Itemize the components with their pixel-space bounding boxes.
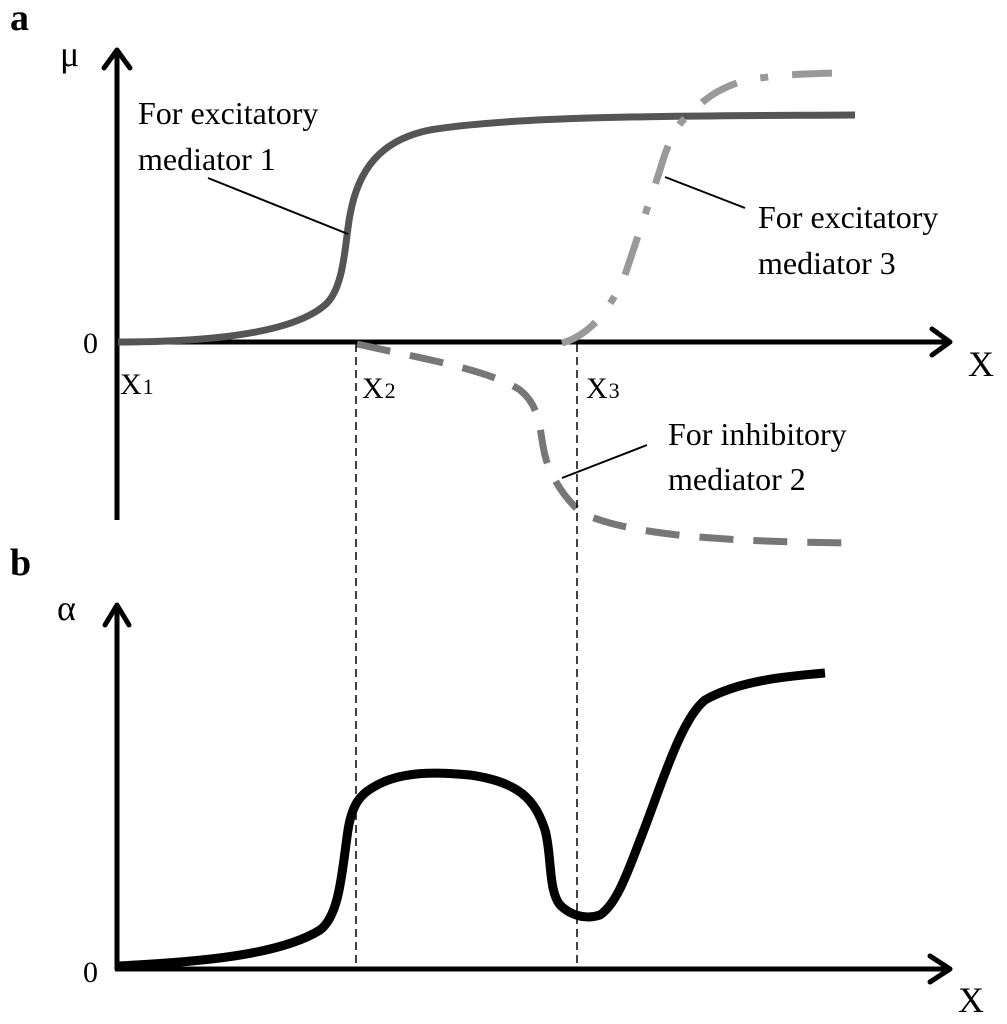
- panel-a-label: a: [10, 0, 29, 39]
- origin-label-a: 0: [83, 327, 98, 360]
- y-axis-b: [102, 602, 132, 970]
- svg-text:mediator 3: mediator 3: [758, 245, 896, 281]
- curve-mediator-2: [356, 340, 861, 547]
- x2-marker: X2: [362, 372, 396, 405]
- curve-alpha: [117, 668, 826, 971]
- panel-b-label: b: [10, 542, 31, 584]
- panel-b: b α 0 X: [10, 542, 984, 1020]
- svg-text:For excitatory: For excitatory: [758, 199, 938, 235]
- x-axis-a: [115, 326, 953, 358]
- x-axis-b: [115, 953, 953, 985]
- svg-text:For excitatory: For excitatory: [138, 95, 318, 131]
- y-axis-a: [101, 47, 133, 520]
- arrow-up-icon: [101, 47, 133, 71]
- y-axis-label-alpha: α: [57, 588, 76, 628]
- panel-a: a μ 0 X X1 X2 X3 For excitatory mediator…: [10, 0, 994, 547]
- x1-marker: X1: [120, 368, 154, 401]
- y-axis-label-mu: μ: [60, 34, 79, 74]
- leader-line: [207, 177, 349, 235]
- annotation-mediator-2: For inhibitory mediator 2: [561, 416, 847, 497]
- svg-text:For inhibitory: For inhibitory: [668, 416, 847, 452]
- arrow-right-icon: [929, 326, 953, 358]
- svg-text:mediator 1: mediator 1: [138, 141, 276, 177]
- x-axis-label-b: X: [958, 980, 984, 1020]
- curve-mediator-1: [117, 111, 856, 346]
- x3-marker: X3: [586, 372, 620, 405]
- x-axis-label-a: X: [968, 344, 994, 384]
- leader-line: [561, 444, 648, 479]
- arrow-up-icon: [102, 602, 132, 628]
- svg-text:mediator 2: mediator 2: [668, 461, 806, 497]
- arrow-right-icon: [927, 953, 953, 985]
- annotation-mediator-3: For excitatory mediator 3: [664, 176, 938, 281]
- annotation-mediator-1: For excitatory mediator 1: [138, 95, 349, 235]
- origin-label-b: 0: [83, 956, 98, 989]
- leader-line: [664, 176, 746, 209]
